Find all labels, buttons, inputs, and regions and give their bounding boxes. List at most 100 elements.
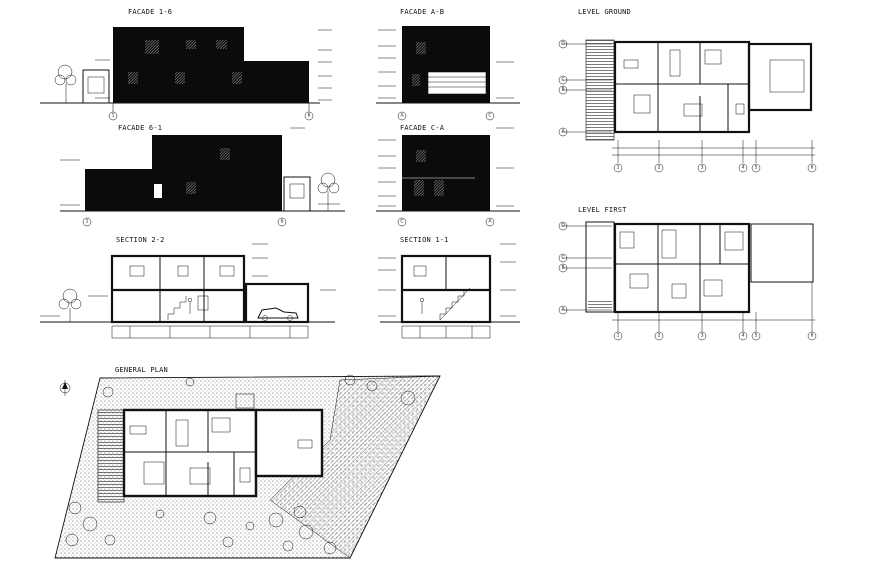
axis-label: 2 bbox=[658, 333, 661, 339]
axis-label: A bbox=[400, 113, 404, 119]
facade-6-1-title: FACADE 6-1 bbox=[118, 124, 162, 132]
window bbox=[414, 180, 424, 196]
axis-label: C bbox=[561, 77, 564, 83]
axis-label: 6 bbox=[811, 333, 814, 339]
window bbox=[416, 150, 426, 162]
axis-label: B bbox=[561, 265, 564, 271]
level-markers bbox=[378, 127, 514, 207]
level-markers bbox=[60, 127, 340, 206]
axis-label: C bbox=[400, 219, 403, 225]
facade-c-a: FACADE C-A C A bbox=[376, 124, 520, 227]
axis-marker bbox=[82, 217, 92, 227]
garage-door bbox=[427, 71, 487, 95]
facade-a-b-title: FACADE A-B bbox=[400, 8, 444, 16]
level-first-title: LEVEL FIRST bbox=[578, 206, 627, 214]
facade-lower-volume bbox=[85, 169, 282, 211]
garage-opening bbox=[87, 76, 105, 94]
garage-block bbox=[283, 176, 311, 212]
axis-label: A bbox=[561, 307, 565, 313]
window bbox=[232, 72, 242, 84]
axis-label: 3 bbox=[701, 165, 704, 171]
section-2-2: SECTION 2-2 bbox=[40, 236, 336, 339]
axis-label: 2 bbox=[658, 165, 661, 171]
axis-marker bbox=[485, 111, 495, 121]
axis-label: 6 bbox=[308, 113, 311, 119]
car-icon bbox=[257, 307, 299, 321]
axis-label: 5 bbox=[755, 333, 758, 339]
general-plan-title: GENERAL PLAN bbox=[115, 366, 168, 374]
window bbox=[186, 40, 196, 49]
axis-label: 1 bbox=[112, 113, 115, 119]
window bbox=[216, 40, 227, 49]
axis-label: D bbox=[561, 41, 565, 47]
terrace bbox=[97, 409, 125, 503]
axis-label: 1 bbox=[86, 219, 89, 225]
interior-walls bbox=[615, 42, 749, 132]
facade-c-a-title: FACADE C-A bbox=[400, 124, 445, 132]
balcony bbox=[585, 221, 615, 313]
axis-label: 6 bbox=[811, 165, 814, 171]
level-ground-title: LEVEL GROUND bbox=[578, 8, 631, 16]
window bbox=[186, 182, 196, 194]
entrance-canopy bbox=[235, 393, 255, 409]
interior-walls bbox=[124, 410, 256, 496]
house-outline bbox=[613, 222, 751, 314]
window bbox=[128, 72, 138, 84]
axis-label: B bbox=[561, 87, 564, 93]
axis-label: 4 bbox=[742, 165, 745, 171]
door bbox=[412, 74, 420, 86]
axis-label: C bbox=[488, 113, 491, 119]
section-1-1: SECTION 1-1 bbox=[378, 236, 520, 339]
facade-volume bbox=[402, 135, 490, 211]
axis-marker bbox=[485, 217, 495, 227]
section-1-1-title: SECTION 1-1 bbox=[400, 236, 449, 244]
furniture bbox=[619, 229, 744, 299]
tree-icon bbox=[54, 64, 77, 103]
axis-label: D bbox=[561, 223, 565, 229]
level-markers bbox=[40, 243, 336, 317]
driveway bbox=[269, 375, 441, 559]
door bbox=[154, 184, 162, 198]
grid-lines bbox=[562, 225, 815, 332]
window bbox=[175, 72, 185, 84]
general-plan: GENERAL PLAN bbox=[54, 366, 441, 559]
tree-icon bbox=[317, 172, 340, 211]
house-outline bbox=[613, 40, 751, 134]
axis-label: A bbox=[561, 129, 565, 135]
level-markers bbox=[378, 243, 516, 317]
level-first-plan: LEVEL FIRST 1 2 3 4 5 6 D C bbox=[558, 206, 817, 341]
axis-label: 1 bbox=[617, 333, 620, 339]
axis-label: 5 bbox=[755, 165, 758, 171]
facade-a-b: FACADE A-B A C bbox=[376, 8, 520, 121]
garage-footprint bbox=[254, 408, 324, 478]
axis-label: C bbox=[561, 255, 564, 261]
axis-label: 6 bbox=[281, 219, 284, 225]
garage-section bbox=[244, 282, 310, 324]
facade-1-6: FACADE 1-6 1 6 bbox=[40, 8, 332, 121]
furniture bbox=[129, 417, 313, 485]
axis-label: A bbox=[488, 219, 492, 225]
level-markers bbox=[95, 29, 332, 101]
window bbox=[145, 40, 159, 54]
stair bbox=[439, 287, 471, 321]
axis-marker bbox=[304, 111, 314, 121]
axis-marker bbox=[397, 111, 407, 121]
facade-6-1: FACADE 6-1 1 6 bbox=[60, 124, 345, 227]
axis-label: 4 bbox=[742, 333, 745, 339]
interior-walls bbox=[615, 224, 749, 312]
level-ground-plan: LEVEL GROUND 1 2 3 4 5 6 bbox=[558, 8, 817, 173]
person-icon bbox=[419, 297, 425, 314]
axis-marker bbox=[108, 111, 118, 121]
window bbox=[416, 42, 426, 54]
axis-label: 3 bbox=[701, 333, 704, 339]
facade-upper-volume bbox=[152, 135, 282, 169]
window bbox=[434, 180, 444, 196]
facade-1-6-title: FACADE 1-6 bbox=[128, 8, 172, 16]
grid-lines bbox=[562, 43, 815, 163]
axis-marker bbox=[397, 217, 407, 227]
person-icon bbox=[187, 297, 193, 314]
axis-marker bbox=[277, 217, 287, 227]
window bbox=[220, 148, 230, 160]
garage-outline bbox=[747, 42, 813, 112]
